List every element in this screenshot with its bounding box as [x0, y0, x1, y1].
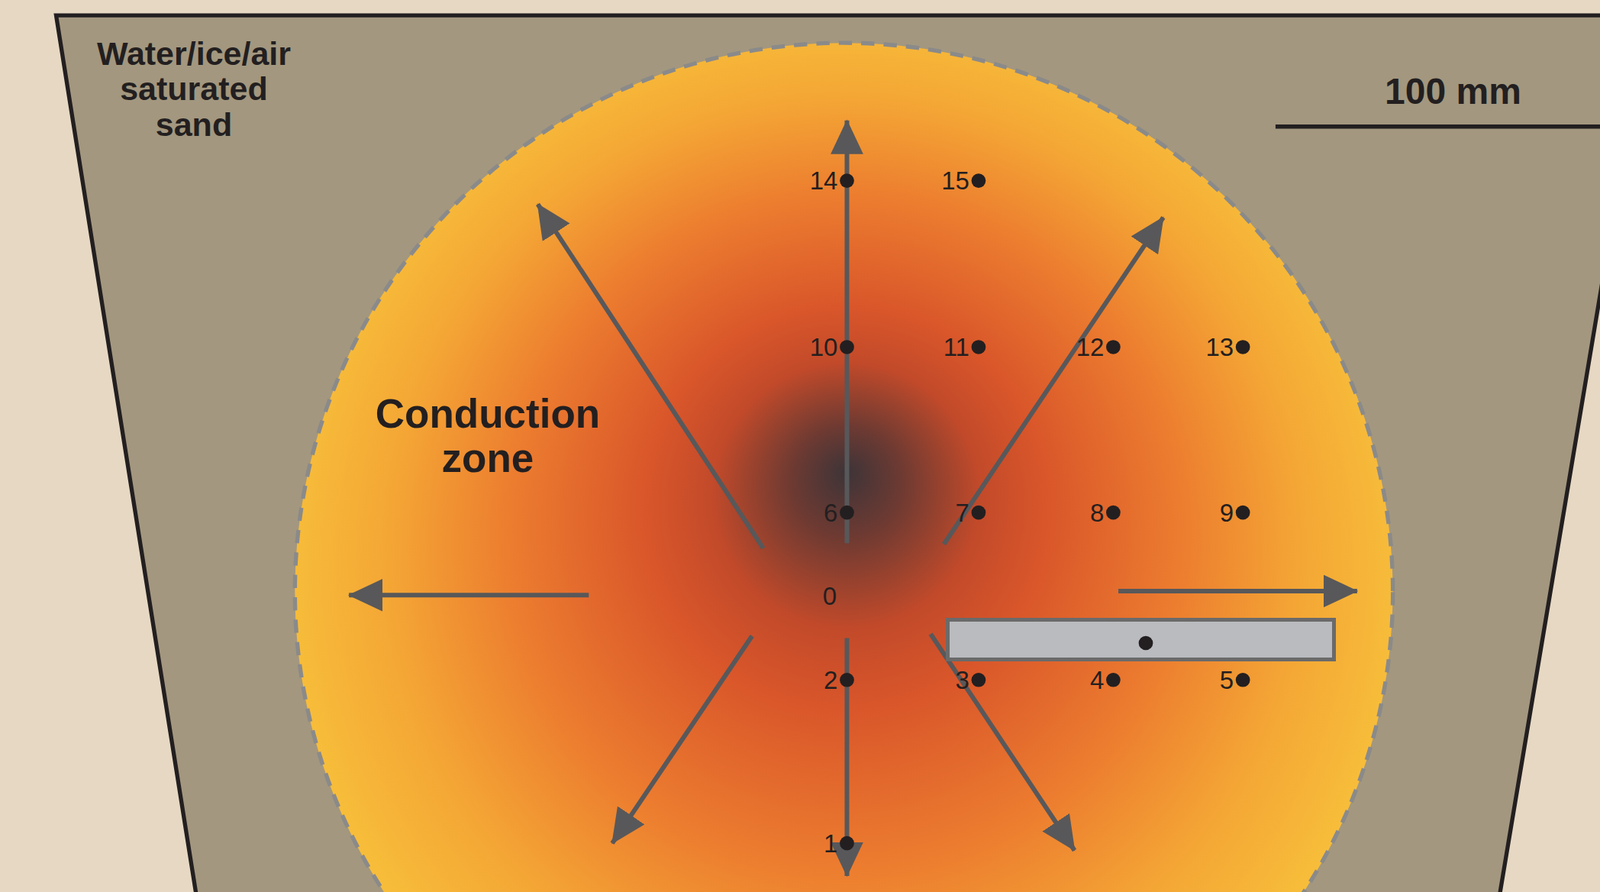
thermocouple-dot: [1235, 672, 1251, 688]
thermocouple-dot: [1106, 672, 1121, 688]
heater-bar: 0: [945, 617, 1336, 662]
heat-flow-arrow: [612, 635, 752, 843]
thermocouple-dot: [971, 672, 987, 688]
thermocouple-number: 7: [955, 500, 970, 526]
thermocouple-dot: [1235, 505, 1251, 520]
thermocouple-number: 1: [823, 830, 838, 856]
region-label: Water/ice/air saturated sand: [83, 35, 305, 142]
thermocouple-number: 4: [1090, 667, 1104, 693]
heat-flow-arrow: [348, 592, 589, 597]
thermocouple-dot: [971, 173, 987, 188]
conduction-zone: 0 Conduction zone: [294, 42, 1393, 892]
thermocouple-number: 8: [1090, 500, 1104, 526]
thermocouple-dot: [839, 173, 855, 188]
heat-flow-arrow: [943, 217, 1163, 545]
thermocouple-dot: [971, 505, 987, 520]
thermocouple-number: 6: [823, 500, 838, 526]
thermocouple-number: 12: [1076, 334, 1105, 360]
scale-label: 100 mm: [1384, 73, 1522, 110]
thermocouple-dot: [1106, 505, 1121, 520]
thermocouple-number: 0: [822, 582, 837, 610]
thermocouple-dot: [839, 672, 855, 688]
thermocouple-number: 9: [1219, 500, 1234, 526]
thermocouple-number: 11: [943, 334, 970, 360]
thermocouple-number: 10: [809, 334, 839, 360]
thermocouple-number: 14: [809, 167, 839, 194]
thermocouple-number: 3: [955, 667, 970, 693]
thermocouple-dot: [971, 339, 987, 355]
heat-flow-arrow: [537, 203, 763, 548]
zone-circle: [294, 42, 1393, 892]
thermocouple-dot: [1235, 339, 1251, 355]
zone-label: Conduction zone: [365, 391, 610, 479]
thermocouple-number: 5: [1219, 667, 1234, 693]
thermocouple-number: 15: [941, 167, 970, 194]
thermocouple-dot: [839, 339, 855, 355]
heat-flow-arrow: [1118, 588, 1358, 594]
scale-bar: [1275, 124, 1600, 129]
thermocouple-dot: [1106, 339, 1121, 355]
thermocouple-dot: [839, 835, 855, 851]
thermocouple-dot: [839, 505, 855, 520]
thermocouple-number: 13: [1205, 334, 1234, 360]
thermocouple-dot: [1138, 635, 1154, 651]
heat-flow-arrow: [930, 633, 1075, 850]
thermocouple-number: 2: [823, 667, 838, 693]
